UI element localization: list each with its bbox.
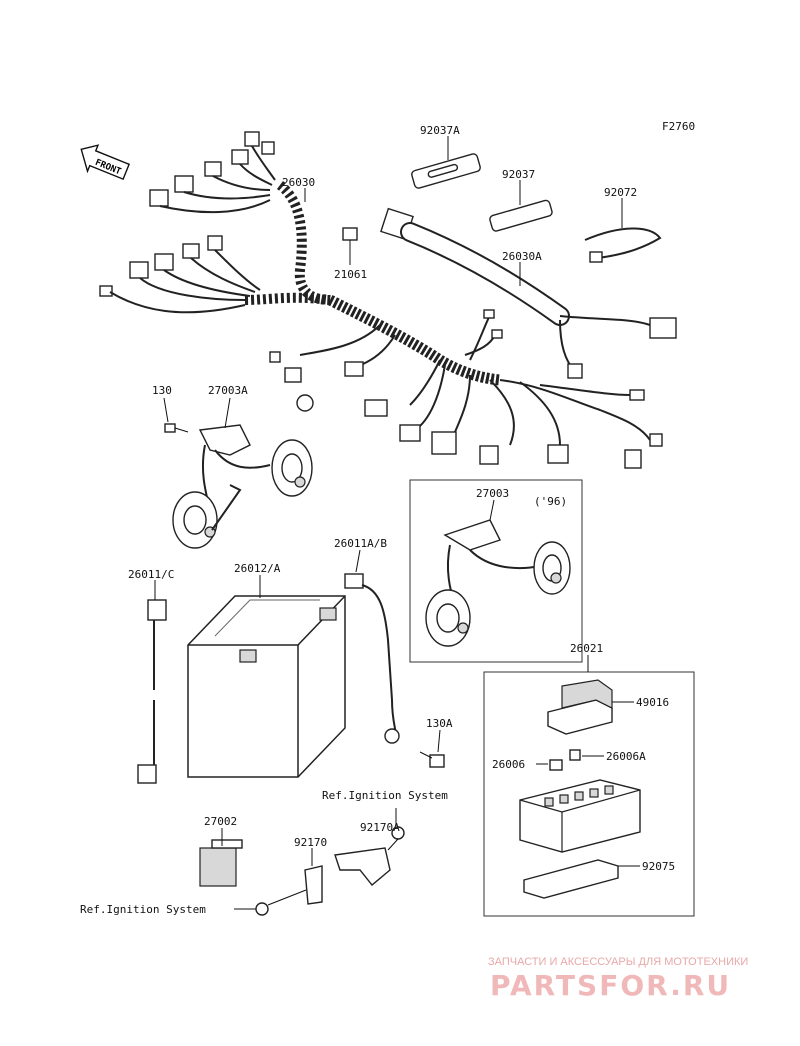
horn-assembly-27003A	[172, 424, 313, 549]
horn-assembly-27003	[425, 519, 571, 647]
part-26006A	[569, 749, 581, 761]
front-arrow-icon: FRONT	[80, 144, 131, 181]
label-26006: 26006	[492, 758, 525, 771]
label-26006A: 26006A	[606, 750, 646, 763]
box-26021	[483, 671, 695, 917]
fuse-box-base	[519, 779, 641, 853]
label-27003A: 27003A	[208, 384, 248, 397]
label-26011AB: 26011A/B	[334, 537, 387, 550]
part-49016	[547, 679, 613, 735]
ref-ignition-label-1: Ref.Ignition System	[322, 789, 448, 802]
cable-26011C	[137, 599, 167, 784]
figure-code: F2760	[662, 120, 695, 133]
battery-26012A	[187, 595, 346, 778]
wiring-harness-26030	[99, 131, 663, 469]
label-26030A: 26030A	[502, 250, 542, 263]
ref-ignition-label-2: Ref.Ignition System	[80, 903, 206, 916]
part-130A	[419, 751, 445, 768]
label-49016: 49016	[636, 696, 669, 709]
part-92037	[489, 199, 553, 232]
label-27003: 27003	[476, 487, 509, 500]
label-26011C: 26011/C	[128, 568, 174, 581]
label-26012A: 26012/A	[234, 562, 281, 575]
part-92170	[304, 865, 323, 905]
label-92037A: 92037A	[420, 124, 460, 137]
part-130	[164, 423, 189, 433]
part-21061	[342, 227, 358, 265]
cable-26011AB	[344, 573, 400, 744]
part-26030A	[380, 207, 677, 379]
label-26030: 26030	[282, 176, 315, 189]
label-130: 130	[152, 384, 172, 397]
watermark-brand: PARTSFOR.RU	[490, 969, 731, 1002]
nut-icon	[255, 902, 269, 916]
label-26021: 26021	[570, 642, 603, 655]
label-92170A: 92170A	[360, 821, 400, 834]
part-92037A	[411, 153, 481, 189]
part-26006	[549, 759, 563, 771]
label-92075: 92075	[642, 860, 675, 873]
label-96: ('96)	[534, 495, 567, 508]
label-130A: 130A	[426, 717, 453, 730]
box-27003-96	[409, 479, 583, 663]
part-92075	[523, 859, 619, 899]
part-27002	[199, 839, 243, 887]
label-92170: 92170	[294, 836, 327, 849]
label-21061: 21061	[334, 268, 367, 281]
label-27002: 27002	[204, 815, 237, 828]
part-92170A	[334, 826, 405, 886]
label-92037: 92037	[502, 168, 535, 181]
part-92072	[584, 227, 662, 263]
watermark-tagline: ЗАПЧАСТИ И АКСЕССУАРЫ ДЛЯ МОТОТЕХНИКИ	[488, 956, 748, 968]
label-92072: 92072	[604, 186, 637, 199]
